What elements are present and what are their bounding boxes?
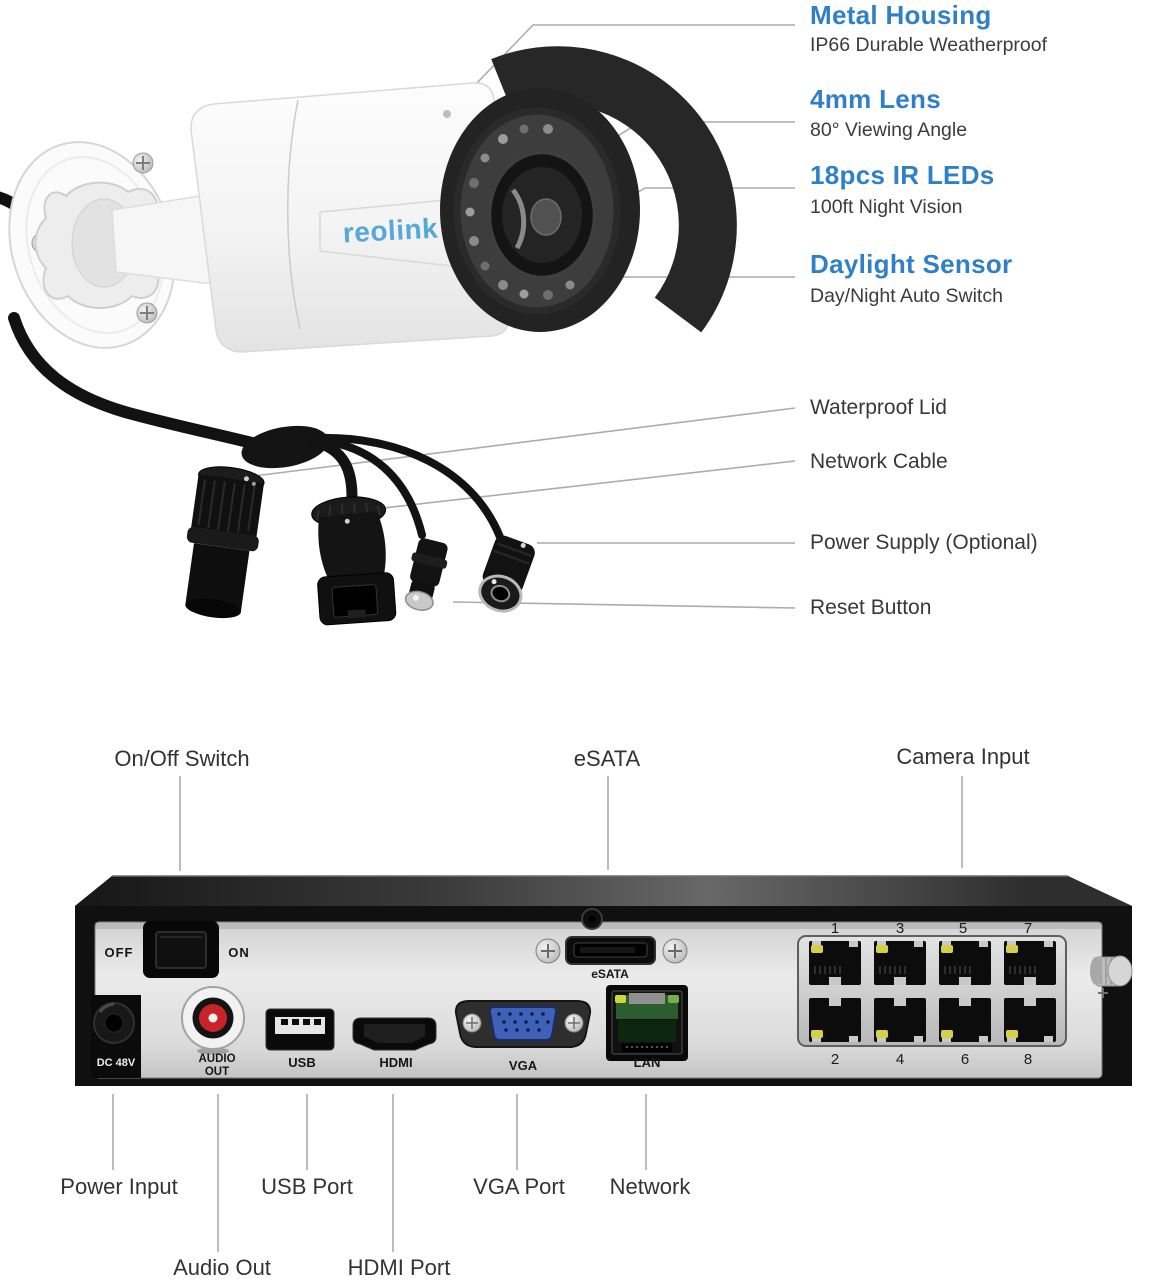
ir-led-dots [465, 124, 575, 300]
off-label: OFF [105, 945, 134, 960]
dc-label: DC 48V [97, 1057, 136, 1069]
housing-dot [443, 110, 451, 118]
camera-body [190, 82, 510, 353]
audio-label-1: AUDIO [198, 1053, 235, 1065]
port-number-3: 3 [896, 920, 904, 937]
leader-waterproof-lid [245, 407, 796, 478]
callout-camera-input: Camera Input [896, 744, 1030, 769]
callout-metal-housing-title: Metal Housing [810, 0, 992, 30]
hdmi-label: HDMI [379, 1055, 412, 1070]
lens-shine [510, 188, 527, 250]
callout-power-supply: Power Supply (Optional) [810, 531, 1038, 554]
nvr-illustration: OFF ON DC 48V AUDIO OUT USB [75, 875, 1133, 1086]
rj45-port-1 [809, 941, 861, 985]
callout-waterproof-lid: Waterproof Lid [810, 396, 947, 419]
callout-hdmi-port: HDMI Port [347, 1255, 451, 1280]
port-number-1: 1 [831, 920, 839, 937]
vga-label: VGA [509, 1058, 538, 1073]
usb-port [265, 1008, 335, 1051]
rj45-port-5 [939, 941, 991, 985]
callout-metal-housing-sub: IP66 Durable Weatherproof [810, 34, 1048, 56]
rj45-port-6 [939, 998, 991, 1042]
esata-label: eSATA [591, 967, 629, 981]
audio-out-jack [181, 986, 245, 1055]
callout-usb-port: USB Port [261, 1174, 353, 1199]
callout-esata-top: eSATA [573, 746, 641, 771]
power-switch [143, 921, 219, 978]
network-cable-connector [311, 496, 397, 626]
usb-label: USB [288, 1055, 315, 1070]
callout-4mm-lens-sub: 80° Viewing Angle [810, 119, 968, 141]
lan-label: LAN [634, 1055, 661, 1070]
port-number-2: 2 [831, 1051, 839, 1068]
callout-network-cable: Network Cable [810, 450, 948, 473]
callout-onoff-switch: On/Off Switch [114, 746, 250, 771]
port-number-4: 4 [896, 1051, 904, 1068]
lens-inner [530, 198, 562, 236]
rj45-port-8 [1004, 998, 1056, 1042]
callout-daylight-sensor-sub: Day/Night Auto Switch [810, 285, 1003, 307]
rj45-port-7 [1004, 941, 1056, 985]
nvr-top-face [75, 876, 1132, 906]
cable-pigtail [185, 425, 535, 626]
port-number-7: 7 [1024, 920, 1032, 937]
body-seam [287, 99, 301, 330]
callout-4mm-lens-title: 4mm Lens [810, 84, 942, 114]
branch-power [314, 433, 504, 541]
callout-daylight-sensor-title: Daylight Sensor [810, 249, 1013, 279]
mount-screw-bottom [136, 302, 158, 324]
callout-ir-leds-sub: 100ft Night Vision [810, 196, 963, 218]
callout-vga-port: VGA Port [473, 1174, 565, 1199]
port-number-5: 5 [959, 920, 967, 937]
port-number-6: 6 [961, 1051, 969, 1068]
callout-reset-button: Reset Button [810, 596, 932, 619]
camera-input-ports: 1 3 5 7 2 4 6 8 [797, 920, 1067, 1068]
callout-network: Network [609, 1174, 691, 1199]
callout-ir-leds-title: 18pcs IR LEDs [810, 160, 995, 190]
lan-port [606, 985, 688, 1061]
brand-logo: reolink [342, 213, 439, 249]
port-number-8: 8 [1024, 1051, 1032, 1068]
ferrite-bulge [241, 425, 329, 469]
dc-input-jack [91, 995, 141, 1078]
rj45-port-2 [809, 998, 861, 1042]
rj45-port-4 [874, 998, 926, 1042]
waterproof-lid-connector [185, 466, 265, 619]
callout-power-input: Power Input [60, 1174, 178, 1199]
branch-reset [314, 436, 426, 539]
lens-assembly [440, 46, 737, 333]
thumbscrew [1090, 955, 1133, 998]
hdmi-port [352, 1017, 437, 1051]
mount-screw-top [132, 152, 154, 174]
mount-base [8, 141, 223, 349]
reset-button-connector [404, 538, 448, 611]
esata-port [535, 908, 688, 965]
camera-illustration: reolink [0, 46, 737, 449]
sun-hood [491, 46, 737, 333]
callout-audio-out: Audio Out [173, 1255, 271, 1280]
vga-port [454, 1000, 592, 1048]
audio-label-2: OUT [205, 1066, 229, 1078]
camera-cable [8, 312, 258, 449]
rj45-port-3 [874, 941, 926, 985]
power-supply-connector [478, 535, 535, 613]
on-label: ON [228, 945, 250, 960]
